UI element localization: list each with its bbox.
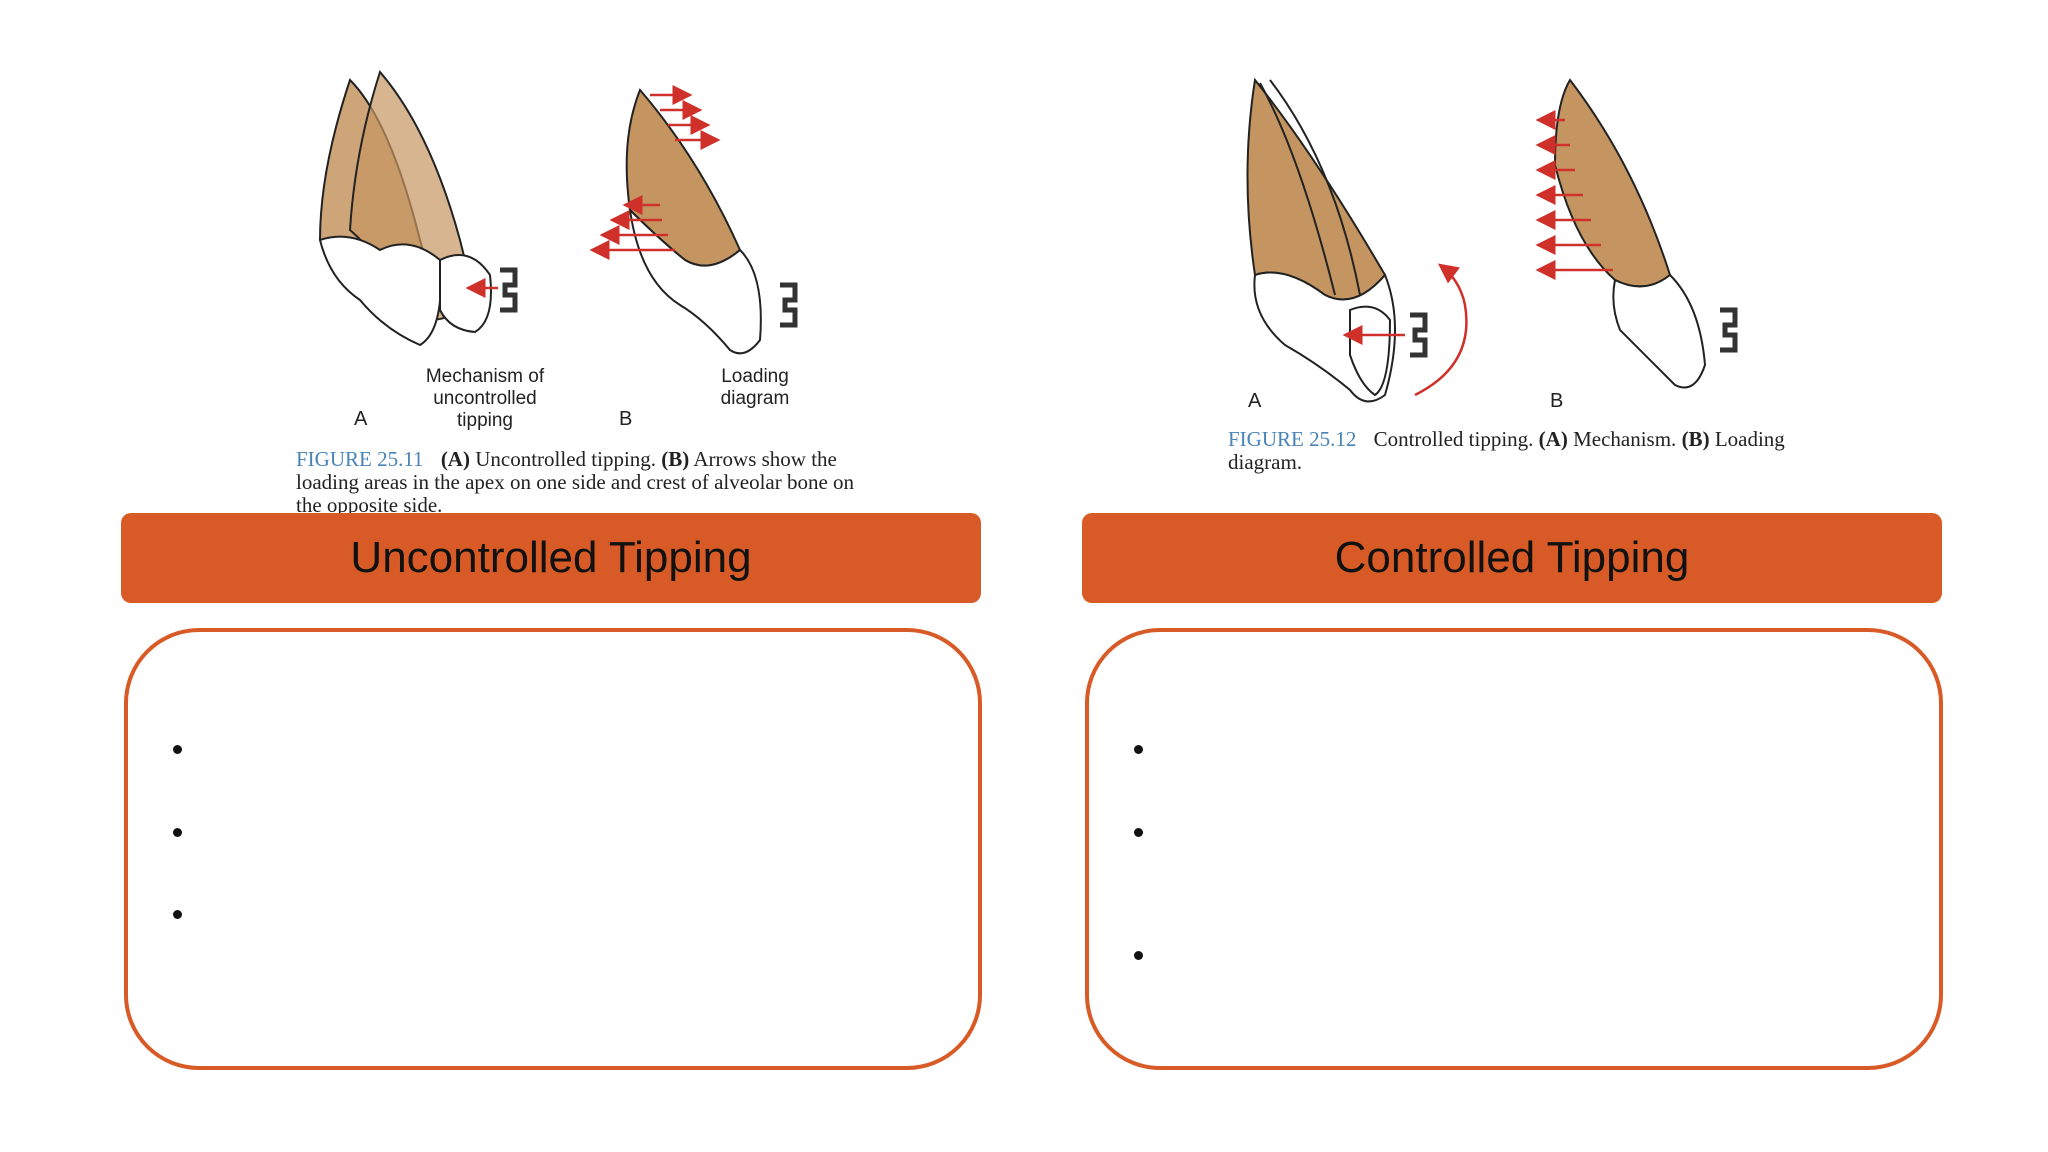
caption-part-b: (B) bbox=[661, 447, 690, 471]
content-box-uncontrolled bbox=[124, 628, 982, 1070]
tooth-diagram-uncontrolled bbox=[318, 69, 798, 355]
bracket-b-controlled bbox=[1720, 307, 1738, 353]
content-box-controlled bbox=[1085, 628, 1943, 1070]
caption-part-b-text-right: Loading diagram. bbox=[1228, 427, 1785, 474]
figure-controlled-tipping bbox=[1225, 65, 1825, 425]
figure-caption-left: FIGURE 25.11 (A) Uncontrolled tipping. (… bbox=[296, 448, 861, 517]
caption-figure-number-right: FIGURE 25.12 bbox=[1228, 427, 1357, 451]
figure-letter-a: A bbox=[354, 408, 368, 430]
figure-letter-b-right: B bbox=[1550, 390, 1564, 412]
bullet-point bbox=[173, 828, 182, 837]
bracket-a bbox=[500, 267, 518, 313]
header-controlled-label: Controlled Tipping bbox=[1334, 533, 1690, 582]
tooth-b-controlled bbox=[1553, 78, 1707, 389]
header-uncontrolled-label: Uncontrolled Tipping bbox=[350, 533, 752, 582]
caption-part-a-right: (A) bbox=[1538, 427, 1568, 451]
header-controlled-tipping: Controlled Tipping bbox=[1082, 513, 1942, 603]
caption-figure-number: FIGURE 25.11 bbox=[296, 447, 424, 471]
loading-arrows-crest bbox=[589, 195, 675, 260]
figure-caption-right: FIGURE 25.12 Controlled tipping. (A) Mec… bbox=[1228, 428, 1788, 474]
figure-letter-a-right: A bbox=[1248, 390, 1262, 412]
caption-part-a: (A) bbox=[440, 447, 470, 471]
figure-uncontrolled-tipping bbox=[290, 60, 890, 440]
loading-arrows-apex bbox=[650, 85, 721, 150]
bracket-a-controlled bbox=[1410, 312, 1428, 358]
bullet-point bbox=[1134, 745, 1143, 754]
loading-arrows-root bbox=[1535, 110, 1613, 280]
caption-text-right: Controlled tipping. bbox=[1373, 427, 1534, 451]
figure-label-loading: Loading diagram bbox=[720, 366, 790, 409]
caption-part-a-text-right: Mechanism. bbox=[1573, 427, 1677, 451]
moment-arrow bbox=[1414, 263, 1468, 397]
tooth-a-outline bbox=[318, 69, 492, 347]
tooth-b-outline bbox=[625, 88, 762, 355]
bullet-point bbox=[173, 910, 182, 919]
bracket-b bbox=[780, 282, 798, 328]
caption-part-b-text: Arrows show the loading areas in the ape… bbox=[296, 447, 855, 517]
caption-part-b-right: (B) bbox=[1681, 427, 1710, 451]
figure-letter-b: B bbox=[619, 408, 633, 430]
figure-label-mechanism: Mechanism of uncontrolled tipping bbox=[425, 366, 545, 431]
bullet-point bbox=[1134, 828, 1143, 837]
caption-part-a-text: Uncontrolled tipping. bbox=[475, 447, 657, 471]
tooth-a-controlled bbox=[1246, 77, 1396, 403]
header-uncontrolled-tipping: Uncontrolled Tipping bbox=[121, 513, 981, 603]
bullet-point bbox=[173, 745, 182, 754]
tooth-diagram-controlled bbox=[1246, 77, 1738, 403]
bullet-point bbox=[1134, 951, 1143, 960]
